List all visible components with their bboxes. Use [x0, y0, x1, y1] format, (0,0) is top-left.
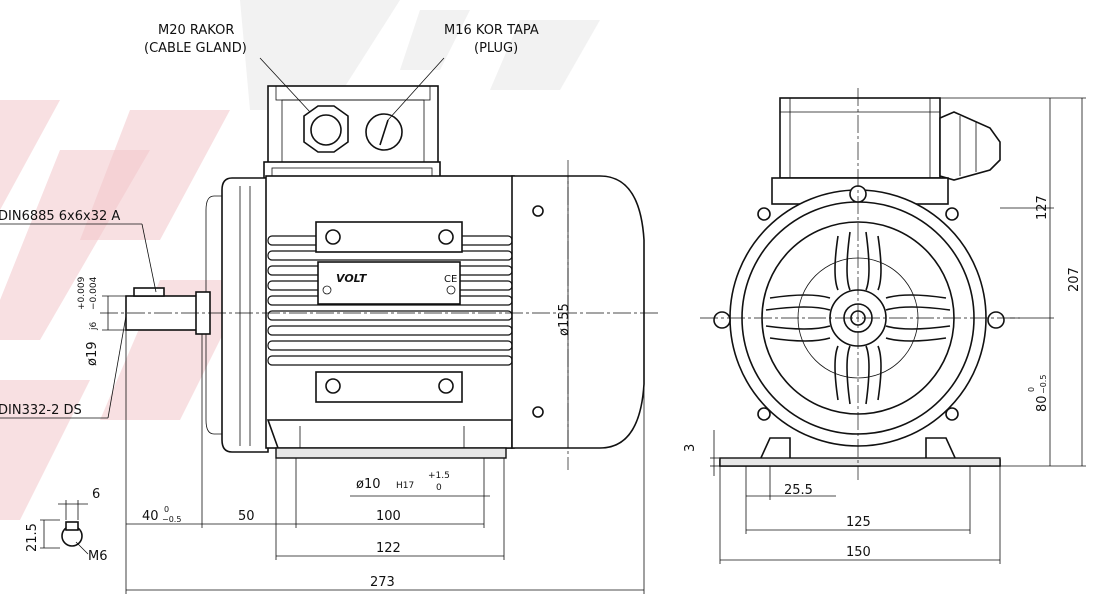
- overall-length-value: 273: [370, 575, 395, 590]
- shaft-height-value: 80: [1035, 395, 1050, 412]
- base-height-value: 3: [683, 444, 698, 452]
- shaft-height-key-value: 21.5: [25, 523, 40, 552]
- key-width-value: 6: [92, 487, 100, 502]
- front-terminal-box: [779, 97, 941, 179]
- terminal-height-value: 127: [1035, 195, 1050, 220]
- shaft-tol-lower: −0.004: [89, 276, 99, 310]
- hole-tol-lower: 0: [436, 483, 442, 493]
- shaft-height-tol-upper: 0: [1027, 387, 1036, 392]
- key-icon: [133, 287, 165, 297]
- terminal-box: [267, 85, 439, 167]
- foot-width-value: 25.5: [784, 483, 813, 498]
- shaft-length-tol-upper: 0: [164, 505, 169, 514]
- plug-label-1: M16 KOR TAPA: [444, 23, 539, 38]
- hole-dia-value: ø10: [356, 477, 381, 492]
- shaft-length-value: 40: [142, 509, 159, 524]
- shaft-height-tol-lower: −0.5: [1039, 375, 1048, 394]
- base-width-value: 150: [846, 545, 871, 560]
- hole-tol-upper: +1.5: [428, 471, 450, 481]
- foot-hole-spacing-value: 100: [376, 509, 401, 524]
- hole-spacing-front-value: 125: [846, 515, 871, 530]
- key-label: DIN6885 6x6x32 A: [0, 209, 120, 224]
- shaft-tol-upper: +0.009: [77, 276, 87, 310]
- hole-fit-value: H17: [396, 481, 414, 491]
- nameplate-ce: CE: [444, 274, 457, 285]
- front-view: [700, 88, 1020, 480]
- nameplate-brand: VOLT: [336, 272, 368, 285]
- shaft-thread-label: M6: [88, 549, 108, 564]
- nameplate: [317, 261, 461, 305]
- fan-guard: [765, 231, 951, 405]
- body-dia-value: ø155: [557, 303, 572, 336]
- gland-label-2: (CABLE GLAND): [144, 41, 247, 56]
- plug-label-2: (PLUG): [474, 41, 518, 56]
- side-view: VOLT CE: [100, 85, 660, 470]
- front-endshield: [221, 177, 269, 453]
- fan-cover: [511, 175, 645, 449]
- shoulder-to-hole-value: 50: [238, 509, 255, 524]
- labels: M20 RAKOR (CABLE GLAND) M16 KOR TAPA (PL…: [0, 23, 1082, 590]
- gland-label-1: M20 RAKOR: [158, 23, 234, 38]
- shaft-dia-value: ø19: [85, 342, 100, 367]
- centre-hole-label: DIN332-2 DS: [0, 403, 82, 418]
- shaft-fit-value: j6: [89, 321, 99, 331]
- front-dimensions: [710, 97, 1086, 564]
- side-dimensions: [0, 57, 645, 594]
- front-cable-gland-icon: [939, 111, 1001, 181]
- foot-length-value: 122: [376, 541, 401, 556]
- foot-base: [275, 447, 507, 459]
- overall-height-value: 207: [1067, 267, 1082, 292]
- shaft-length-tol-lower: −0.5: [162, 515, 181, 524]
